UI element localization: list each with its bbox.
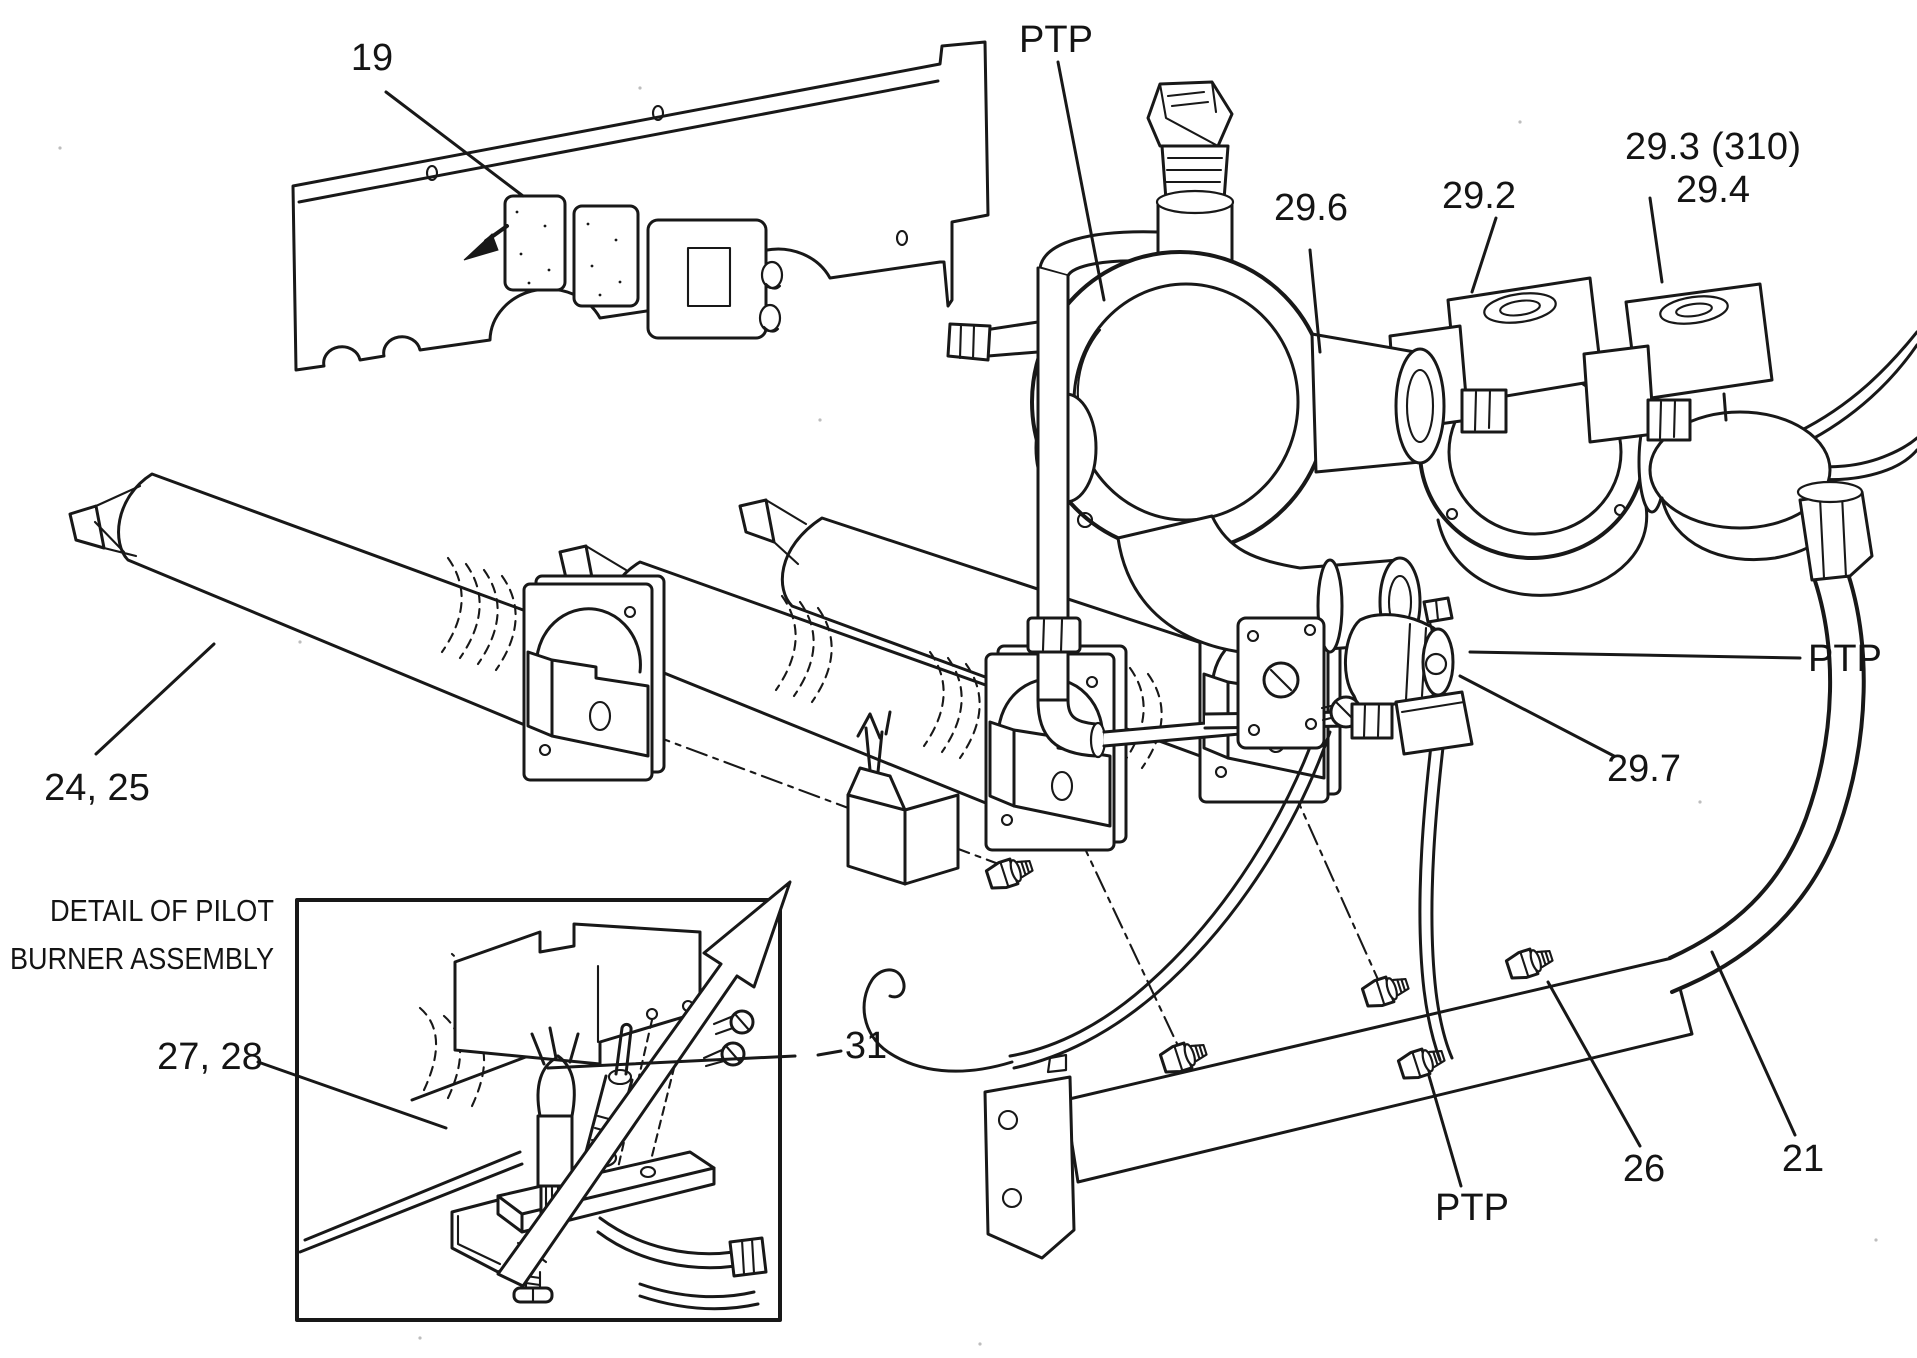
burner-tube-1 xyxy=(68,472,547,730)
callout-19: 19 xyxy=(351,37,393,79)
pilot-gas-tube-detail xyxy=(596,1216,768,1311)
orifice-spud-26 xyxy=(1504,947,1554,980)
orifice-spud xyxy=(1158,1041,1208,1074)
pilot-shield-main xyxy=(846,710,960,886)
install-arrow-icon xyxy=(463,224,509,261)
solenoid-valve-29-3-29-4 xyxy=(1582,282,1874,582)
callout-ptp-right: PTP xyxy=(1808,638,1882,680)
pilot-valve-29-7 xyxy=(1203,596,1474,756)
panel-flange-line xyxy=(297,79,940,204)
callout-labels: 19 PTP 29.6 29.2 29.3 (310) 29.4 24, 25 … xyxy=(44,19,1882,1229)
paper-speckles xyxy=(58,86,1878,1346)
pressure-tap-spud xyxy=(1396,1047,1446,1080)
callout-26: 26 xyxy=(1623,1148,1665,1190)
orifice-spud xyxy=(1360,975,1410,1008)
manifold-bar xyxy=(983,956,1694,1260)
detail-arrow-icon xyxy=(496,880,792,1288)
callout-29-4: 29.4 xyxy=(1676,169,1750,211)
callout-29-3: 29.3 (310) xyxy=(1625,126,1801,168)
inset-caption-line-1: DETAIL OF PILOT xyxy=(50,893,274,928)
callout-27-28: 27, 28 xyxy=(157,1036,263,1078)
pilot-bracket-gaskets xyxy=(463,194,784,340)
pilot-tubing xyxy=(862,702,1454,1073)
pilot-detail-inset xyxy=(295,898,782,1322)
flame-sensor xyxy=(530,1026,580,1216)
orifice-spud xyxy=(984,857,1034,890)
inset-caption-line-2: BURNER ASSEMBLY xyxy=(10,941,274,976)
callout-ptp-top: PTP xyxy=(1019,19,1093,61)
mount-plate-1 xyxy=(522,574,666,782)
callout-31: 31 xyxy=(845,1025,887,1067)
callout-29-6: 29.6 xyxy=(1274,187,1348,229)
supply-pipe-21 xyxy=(1668,563,1866,994)
pressure-regulator-29-6 xyxy=(946,80,1446,656)
callout-ptp-bottom: PTP xyxy=(1435,1187,1509,1229)
callout-24-25: 24, 25 xyxy=(44,767,150,809)
back-panel xyxy=(291,40,990,372)
inset-caption: DETAIL OF PILOT BURNER ASSEMBLY xyxy=(10,893,274,976)
leader-lines xyxy=(94,60,1802,1188)
callout-29-2: 29.2 xyxy=(1442,175,1516,217)
callout-21: 21 xyxy=(1782,1138,1824,1180)
callout-29-7: 29.7 xyxy=(1607,748,1681,790)
